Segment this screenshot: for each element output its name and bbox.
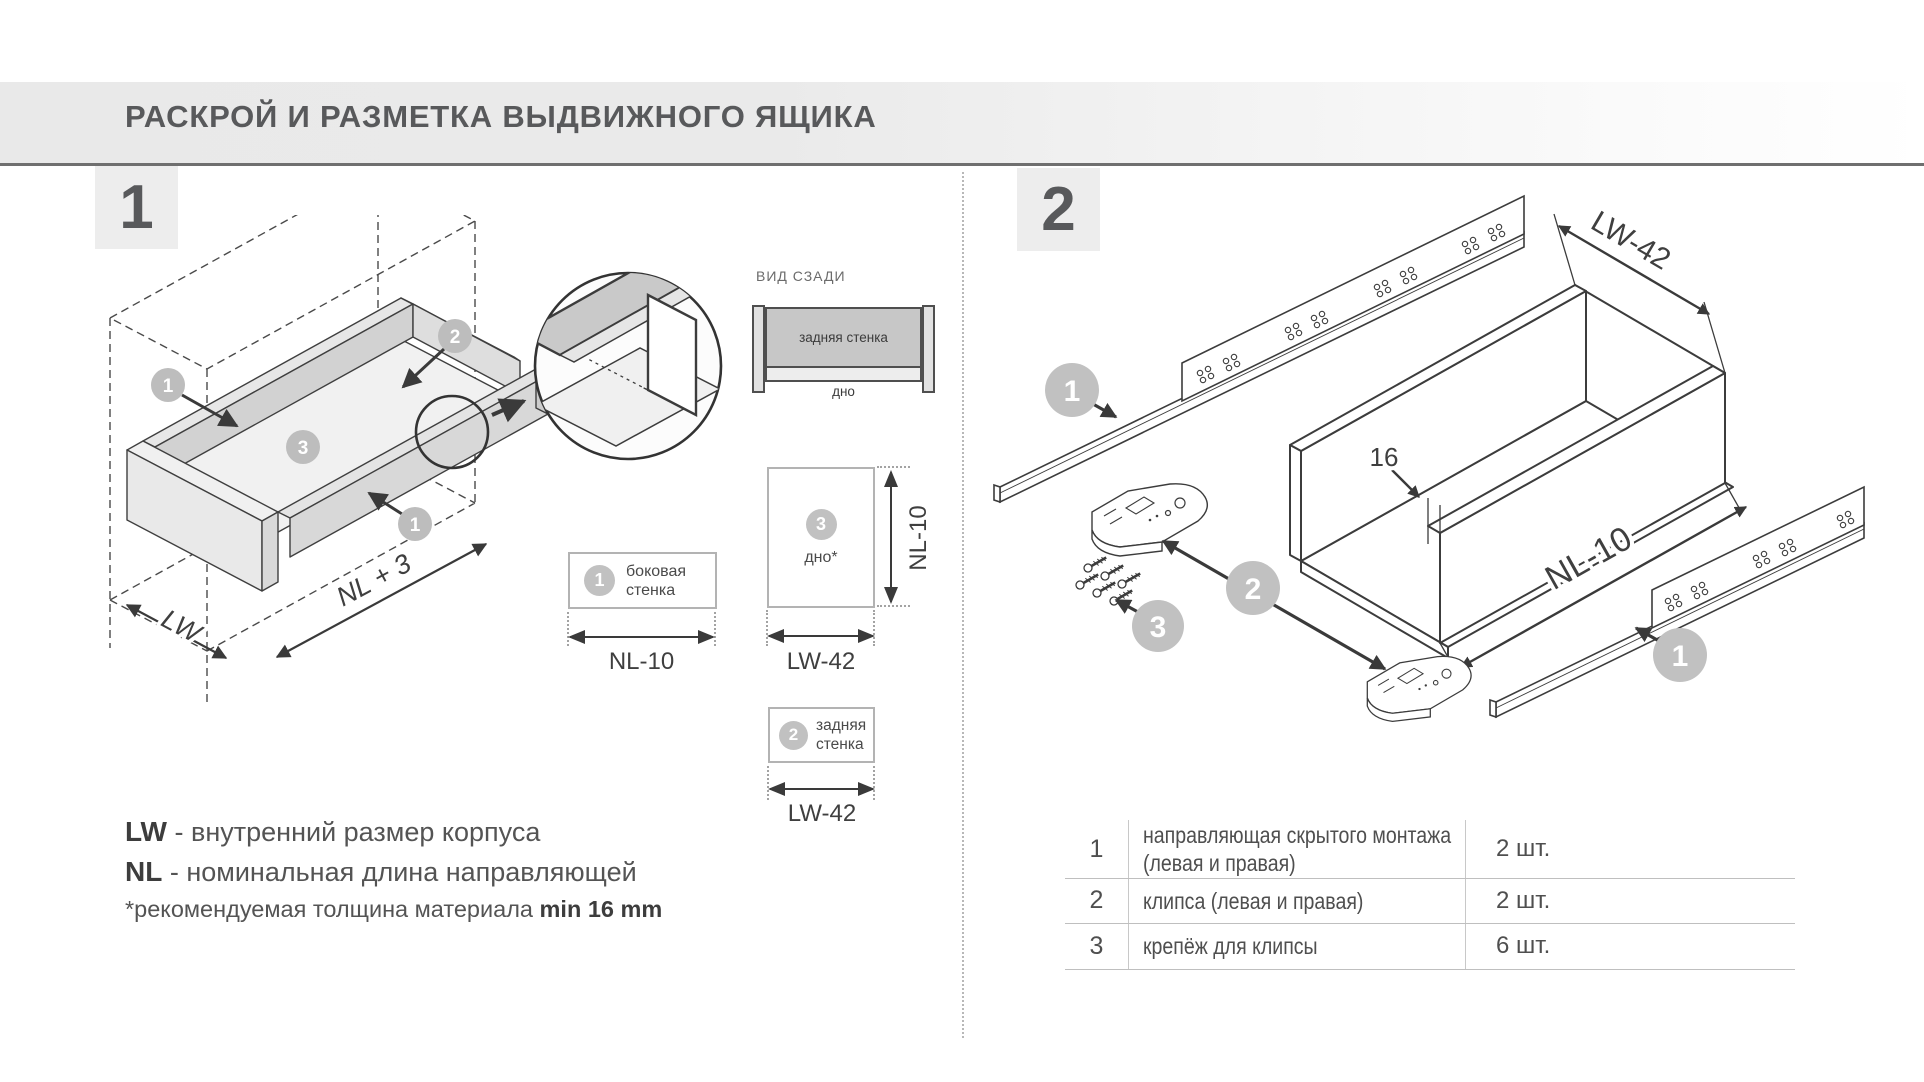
callout-clip: 2 xyxy=(1245,573,1262,606)
dim-thickness-label: 16 xyxy=(1370,442,1399,472)
legend-line-lw: LW - внутренний размер корпуса xyxy=(125,816,541,847)
clip-part xyxy=(1091,483,1208,557)
header-band xyxy=(0,82,1924,163)
part-side-wall-label: боковая стенка xyxy=(626,562,687,599)
dim-arrow-side-wall xyxy=(568,630,715,644)
part-bottom-panel: 3 дно* xyxy=(767,467,875,608)
drawer-cutting-diagram: 1 2 3 1 LW NL + 3 xyxy=(108,215,723,704)
dim-arrow-bottom-width xyxy=(767,629,875,643)
legend: LW - внутренний размер корпуса NL - номи… xyxy=(125,812,662,923)
magnifier-arrow xyxy=(491,398,527,423)
dim-lw: LW xyxy=(157,604,208,650)
dim-lw42-label: LW-42 xyxy=(1586,205,1677,277)
dim-arrow-bottom-height xyxy=(884,470,898,604)
dim-bottom-width: LW-42 xyxy=(786,648,856,675)
part-side-wall-number: 1 xyxy=(584,565,615,596)
rail-top xyxy=(993,194,1525,504)
part-side-wall: 1 боковая стенка xyxy=(568,552,717,609)
section-2-badge: 2 xyxy=(1017,168,1100,251)
callout-1b: 1 xyxy=(410,515,421,536)
detail-corner-view xyxy=(535,273,721,447)
rear-view-bottom-label: дно xyxy=(832,384,855,399)
rear-view-title: ВИД СЗАДИ xyxy=(756,268,846,284)
rear-view-back-wall: задняя стенка xyxy=(765,307,922,368)
rail-top-holes xyxy=(1196,223,1506,384)
callout-screws: 3 xyxy=(1150,611,1167,644)
dim-arrow-back-wall xyxy=(768,782,875,796)
table-row: 2 клипса (левая и правая) 2 шт. xyxy=(1089,886,1551,914)
header-underline xyxy=(0,163,1924,166)
dim-side-wall: NL-10 xyxy=(608,648,675,675)
dim-bottom-height: NL-10 xyxy=(905,505,932,571)
rear-view-left-side xyxy=(752,305,765,393)
part-back-wall-label: задняя стенка xyxy=(816,717,867,753)
assembly-callouts: 1 1 2 3 xyxy=(1045,363,1707,682)
rear-view-right-side xyxy=(922,305,935,393)
page-title: РАСКРОЙ И РАЗМЕТКА ВЫДВИЖНОГО ЯЩИКА xyxy=(125,99,877,134)
dim-nl3: NL + 3 xyxy=(331,548,416,612)
callout-rail-top: 1 xyxy=(1064,375,1081,408)
dim-thickness: 16 xyxy=(1366,438,1441,551)
section-1-badge: 1 xyxy=(95,166,178,249)
diagram-callouts: 1 2 3 1 xyxy=(151,319,472,541)
part-bottom-panel-number: 3 xyxy=(805,508,837,540)
clip-screws xyxy=(1075,556,1141,606)
callout-rail-bottom: 1 xyxy=(1672,640,1689,673)
part-back-wall: 2 задняя стенка xyxy=(768,707,875,763)
part-bottom-panel-label: дно* xyxy=(804,548,838,566)
dim-back-wall: LW-42 xyxy=(787,800,857,827)
table-row: 1 направляющая скрытого монтажа (левая и… xyxy=(1089,822,1551,876)
parts-table: 1 направляющая скрытого монтажа (левая и… xyxy=(1065,820,1795,970)
magnifier-circle xyxy=(414,394,490,470)
legend-line-nl: NL - номинальная длина направляющей xyxy=(125,856,637,887)
part-back-wall-number: 2 xyxy=(779,720,808,750)
assembly-diagram: 16 LW-42 NL-10 xyxy=(993,194,1865,723)
rear-view-bottom-strip xyxy=(765,366,922,382)
callout-1: 1 xyxy=(163,376,174,397)
legend-note: *рекомендуемая толщина материала min 16 … xyxy=(125,896,663,922)
table-row: 3 крепёж для клипсы 6 шт. xyxy=(1089,931,1551,960)
callout-2: 2 xyxy=(450,327,461,348)
section-divider xyxy=(962,172,964,1038)
callout-3: 3 xyxy=(298,438,309,459)
